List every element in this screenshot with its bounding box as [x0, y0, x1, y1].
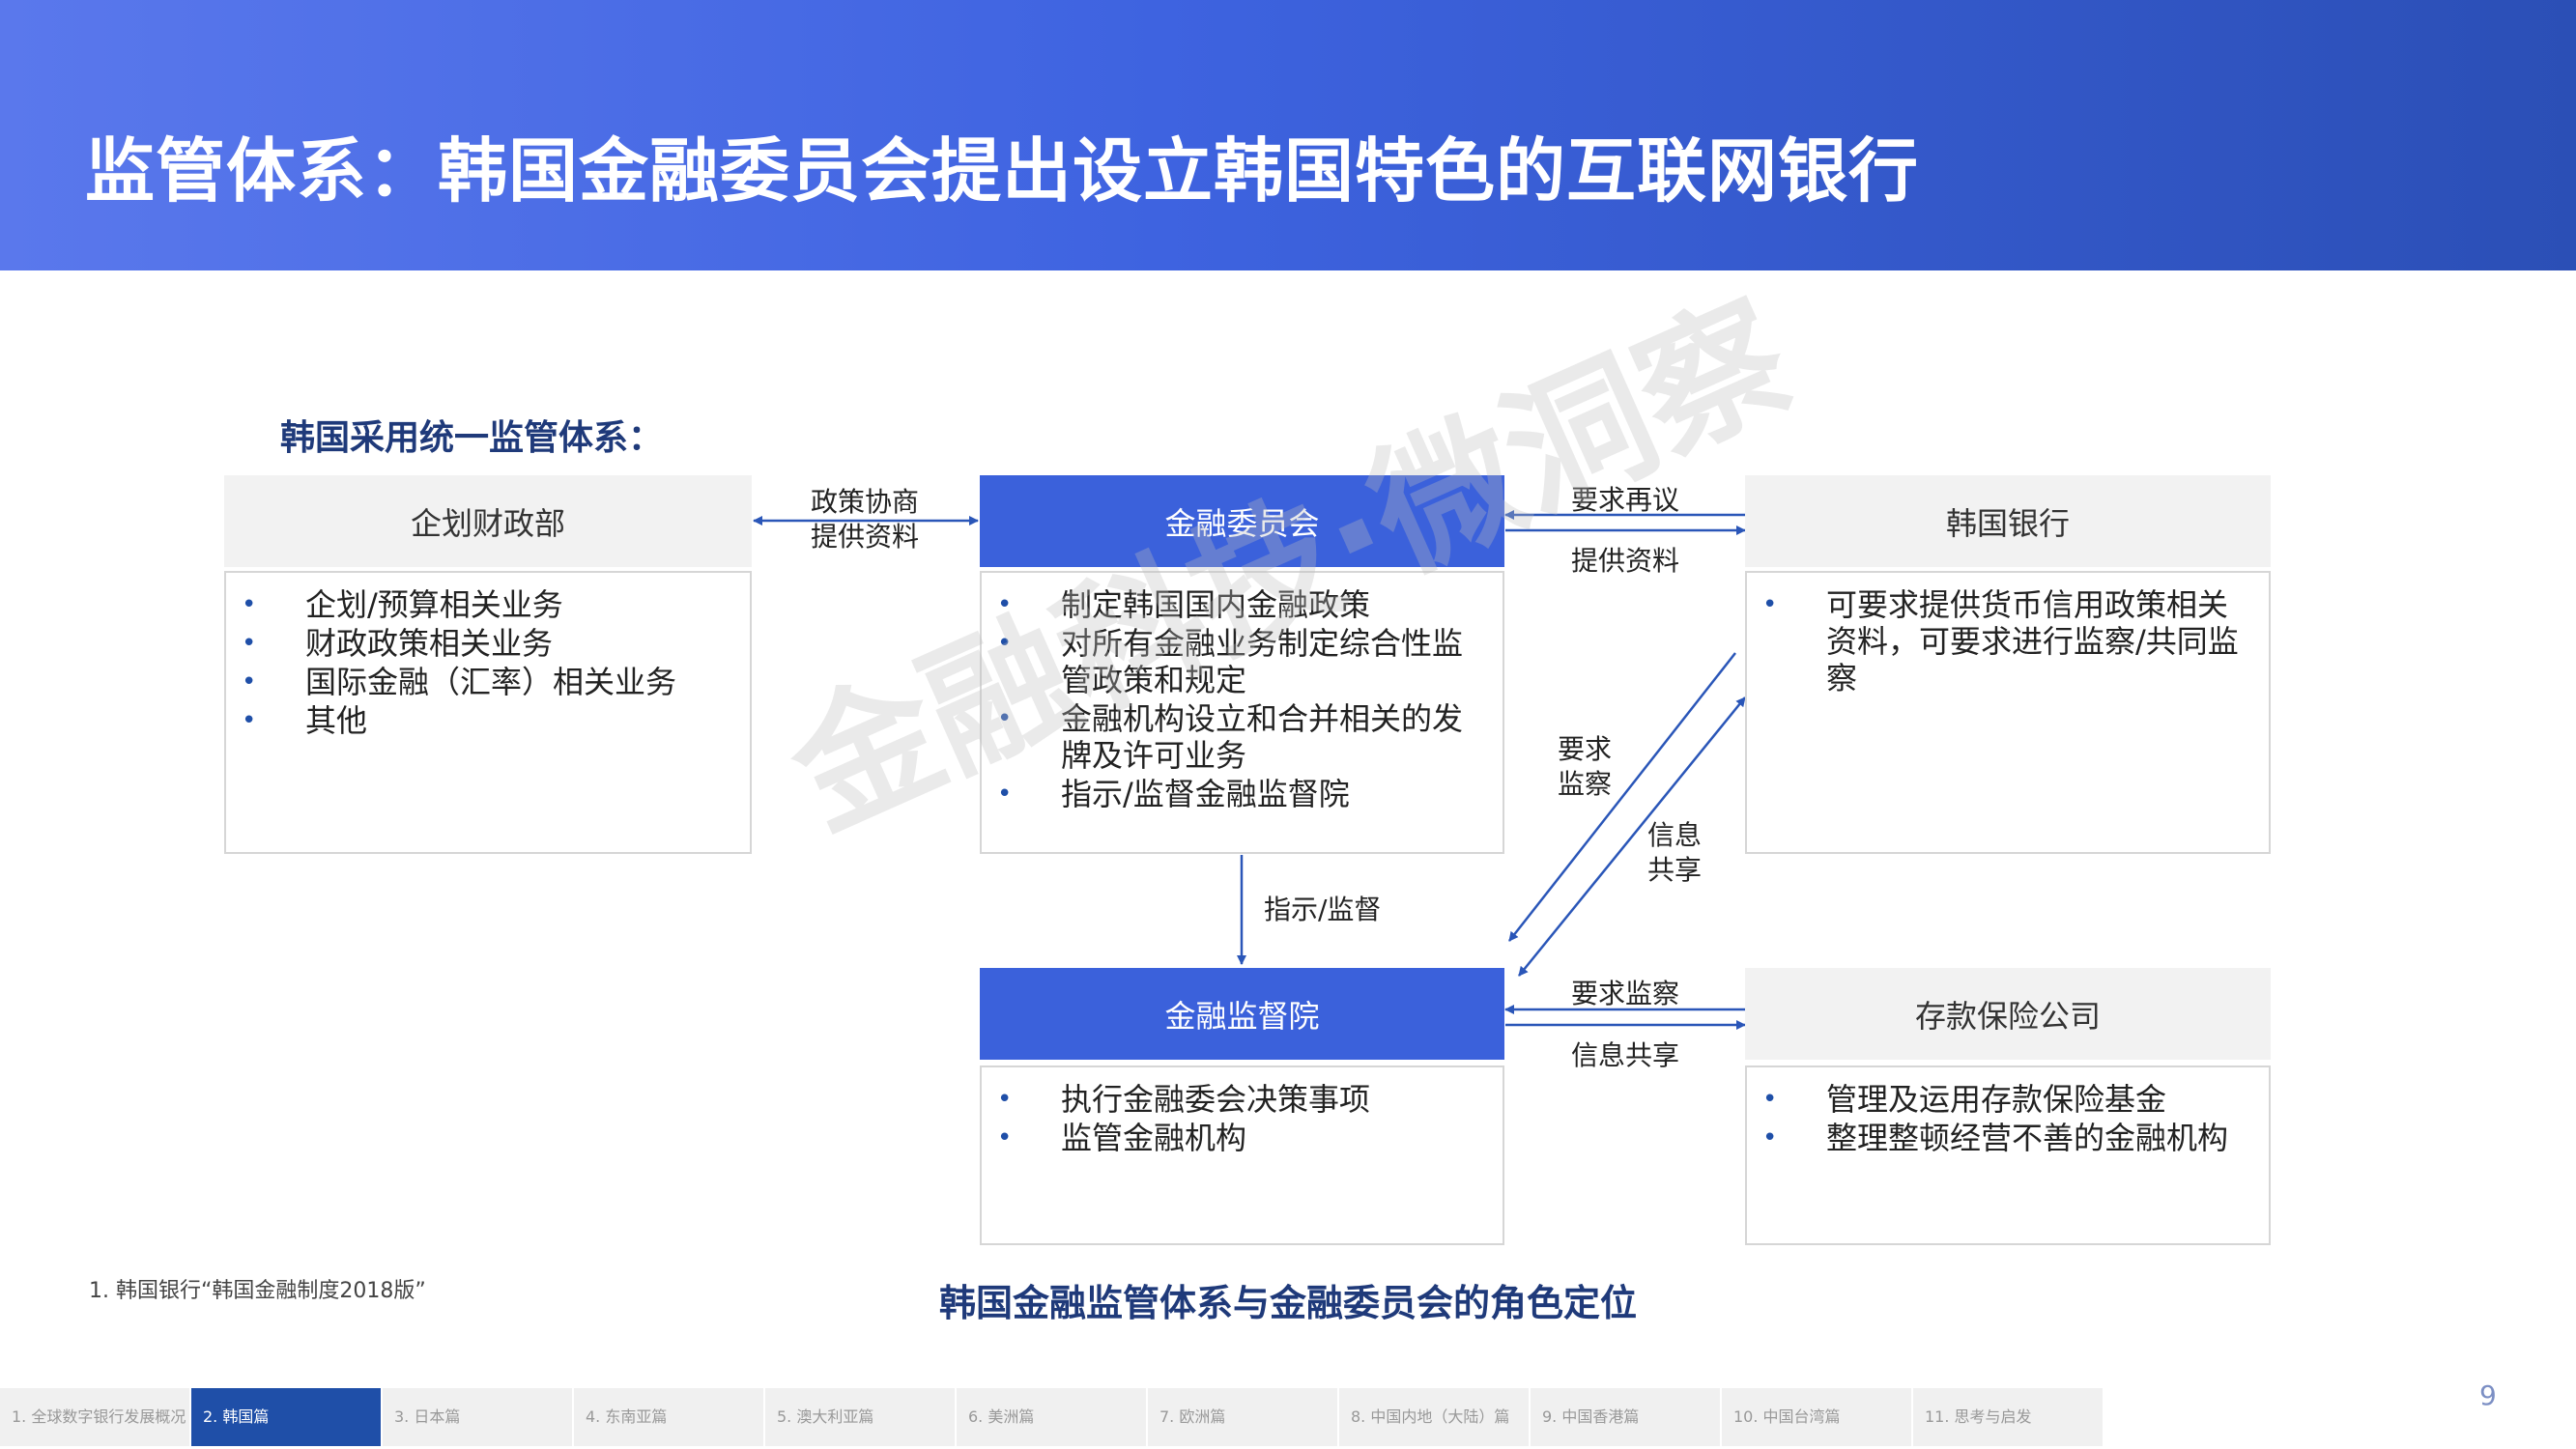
edge-label-line: 要求	[1557, 733, 1612, 765]
list-item: 管理及运用存款保险基金	[1747, 1081, 2269, 1118]
list-item: 企划/预算相关业务	[226, 586, 750, 623]
page-title: 监管体系：韩国金融委员会提出设立韩国特色的互联网银行	[85, 130, 1920, 212]
node-fss-body: 执行金融委会决策事项 监管金融机构	[980, 1065, 1504, 1245]
section-nav: 1. 全球数字银行发展概况 2. 韩国篇 3. 日本篇 4. 东南亚篇 5. 澳…	[0, 1388, 2104, 1446]
node-bok-body: 可要求提供货币信用政策相关资料，可要求进行监察/共同监察	[1745, 571, 2271, 854]
edge-label-bok-fss-request: 要求 监察	[1546, 732, 1623, 802]
nav-item-americas[interactable]: 6. 美洲篇	[957, 1388, 1148, 1446]
nav-item-australia[interactable]: 5. 澳大利亚篇	[765, 1388, 957, 1446]
edge-label-fss-kdic-top: 要求监察	[1570, 978, 1679, 1009]
node-fss-header: 金融监督院	[980, 968, 1504, 1060]
nav-item-mainland-china[interactable]: 8. 中国内地（大陆）篇	[1339, 1388, 1531, 1446]
list-item: 整理整顿经营不善的金融机构	[1747, 1120, 2269, 1156]
nav-item-reflections[interactable]: 11. 思考与启发	[1913, 1388, 2104, 1446]
list-item: 国际金融（汇率）相关业务	[226, 664, 750, 700]
nav-item-japan[interactable]: 3. 日本篇	[383, 1388, 574, 1446]
node-fsc-body: 制定韩国国内金融政策 对所有金融业务制定综合性监管政策和规定 金融机构设立和合并…	[980, 571, 1504, 854]
page-number: 9	[2479, 1379, 2497, 1411]
edge-label-bok-fss-share: 信息 共享	[1636, 818, 1713, 888]
node-kdic-header: 存款保险公司	[1745, 968, 2271, 1060]
node-kdic-body: 管理及运用存款保险基金 整理整顿经营不善的金融机构	[1745, 1065, 2271, 1245]
footnote: 1. 韩国银行“韩国金融制度2018版”	[89, 1279, 426, 1303]
list-item: 财政政策相关业务	[226, 625, 750, 662]
edge-label-line: 共享	[1646, 854, 1702, 886]
list-item: 金融机构设立和合并相关的发牌及许可业务	[982, 700, 1483, 774]
edge-label-line: 监察	[1557, 768, 1612, 800]
list-item: 监管金融机构	[982, 1120, 1503, 1156]
list-item: 可要求提供货币信用政策相关资料，可要求进行监察/共同监察	[1747, 586, 2249, 696]
nav-item-europe[interactable]: 7. 欧洲篇	[1148, 1388, 1339, 1446]
list-item: 制定韩国国内金融政策	[982, 586, 1483, 623]
list-item: 其他	[226, 702, 750, 739]
edge-label-mosf-fsc: 政策协商 提供资料	[792, 485, 937, 554]
nav-item-taiwan[interactable]: 10. 中国台湾篇	[1722, 1388, 1913, 1446]
list-item: 对所有金融业务制定综合性监管政策和规定	[982, 625, 1483, 698]
node-fsc-header: 金融委员会	[980, 475, 1504, 567]
nav-item-global[interactable]: 1. 全球数字银行发展概况	[0, 1388, 191, 1446]
list-item: 指示/监督金融监督院	[982, 776, 1483, 812]
header-banner: 监管体系：韩国金融委员会提出设立韩国特色的互联网银行	[0, 0, 2576, 270]
node-mosf-header: 企划财政部	[224, 475, 752, 567]
node-mosf-body: 企划/预算相关业务 财政政策相关业务 国际金融（汇率）相关业务 其他	[224, 571, 752, 854]
diagram-caption: 韩国金融监管体系与金融委员会的角色定位	[938, 1282, 1637, 1324]
edge-label-line: 政策协商	[810, 486, 919, 518]
edge-label-fsc-bok-bottom: 提供资料	[1570, 545, 1679, 577]
edge-label-fsc-fss: 指示/监督	[1264, 894, 1382, 925]
edge-label-fsc-bok-top: 要求再议	[1570, 484, 1679, 516]
edge-label-line: 提供资料	[810, 521, 919, 553]
diagram-subtitle: 韩国采用统一监管体系：	[280, 418, 664, 458]
nav-item-hong-kong[interactable]: 9. 中国香港篇	[1531, 1388, 1722, 1446]
nav-item-southeast-asia[interactable]: 4. 东南亚篇	[574, 1388, 765, 1446]
nav-item-korea[interactable]: 2. 韩国篇	[191, 1388, 383, 1446]
list-item: 执行金融委会决策事项	[982, 1081, 1503, 1118]
edge-label-line: 信息	[1646, 819, 1702, 851]
edge-label-fss-kdic-bottom: 信息共享	[1570, 1039, 1679, 1071]
node-bok-header: 韩国银行	[1745, 475, 2271, 567]
